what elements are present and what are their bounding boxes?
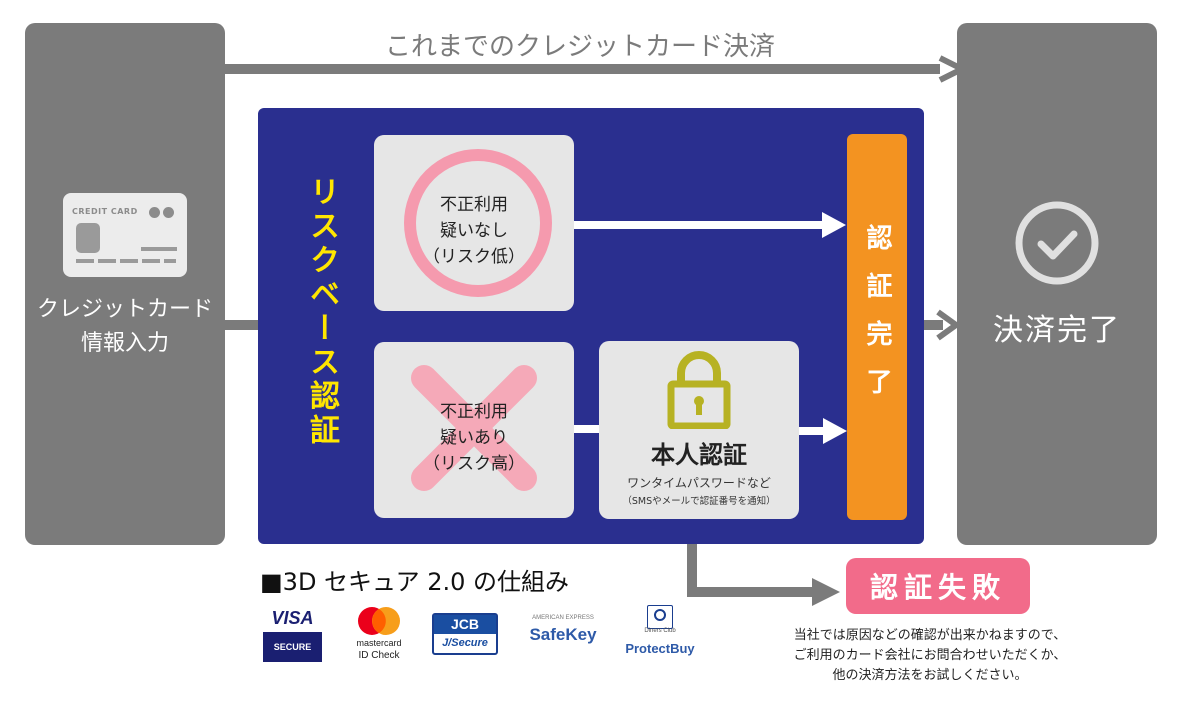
mechanism-caption: ■3D セキュア 2.0 の仕組み (260, 568, 569, 596)
visa-secure-logo: VISA SECURE (263, 607, 322, 662)
amex-safekey-logo: AMERICAN EXPRESS SafeKey (518, 615, 608, 655)
right-connector-head (936, 309, 962, 341)
auth-failure-badge: 認証失敗 (846, 558, 1030, 614)
auth-failure-label: 認証失敗 (869, 571, 1006, 604)
high-risk-text-line2: 疑いあり (440, 428, 508, 448)
low-risk-text-line3: （リスク低） (423, 247, 525, 267)
mastercard-text: mastercard (356, 638, 402, 648)
visa-logo-text: VISA (271, 608, 314, 628)
card-chip (76, 223, 100, 253)
protectbuy-text: ProtectBuy (625, 641, 695, 656)
card-line-1 (76, 259, 94, 263)
mastercard-id-check-logo: mastercard ID Check (348, 603, 410, 663)
low-risk-tile: 不正利用 疑いなし （リスク低） (374, 135, 574, 311)
card-line-3 (120, 259, 138, 263)
auth-complete-bar: 認証完了 (847, 134, 907, 520)
low-risk-arrow (574, 212, 846, 238)
risk-based-auth-panel: リスクベース認証 不正利用 疑いなし （リスク低） 不正利用 疑いあり （リスク… (258, 108, 924, 544)
jsecure-text: J/Secure (442, 637, 488, 649)
right-connector (923, 320, 943, 330)
visa-secure-text: SECURE (263, 632, 322, 662)
card-line-long (141, 247, 177, 251)
card-dot-left (149, 207, 160, 218)
card-label: CREDIT CARD (72, 207, 138, 216)
payment-complete-title: 決済完了 (993, 313, 1121, 348)
auth-complete-label: 認証完了 (862, 224, 892, 416)
high-risk-text-line3: （リスク高） (423, 454, 525, 474)
risk-based-auth-title: リスクベース認証 (304, 176, 339, 448)
failure-note-line3: 他の決済方法をお試しください。 (832, 668, 1028, 683)
low-risk-text-line1: 不正利用 (440, 195, 508, 215)
low-risk-text-line2: 疑いなし (440, 221, 508, 241)
card-input-title-line1: クレジットカード (36, 297, 213, 322)
card-input-panel: CREDIT CARD クレジットカード 情報入力 (25, 23, 225, 545)
safekey-text: SafeKey (529, 625, 597, 644)
diners-protectbuy-logo: Diners Club ProtectBuy (618, 605, 702, 661)
card-dot-right (163, 207, 174, 218)
card-line-2 (98, 259, 116, 263)
cross-ng-icon (411, 365, 537, 491)
failure-arrow-head (812, 578, 840, 606)
card-input-title-line2: 情報入力 (80, 331, 169, 356)
diners-small-text: Diners Club (644, 628, 676, 634)
padlock-icon (667, 351, 731, 429)
identity-subtitle-line1: ワンタイムパスワードなど (627, 476, 771, 490)
failure-note-line2: ご利用のカード会社にお問合わせいただくか、 (793, 648, 1067, 663)
jcb-jsecure-logo: JCB J/Secure (432, 613, 498, 655)
credit-card-icon: CREDIT CARD (63, 193, 187, 277)
high-risk-connector (574, 425, 600, 433)
identity-arrow (799, 418, 847, 444)
high-risk-tile: 不正利用 疑いあり （リスク高） (374, 342, 574, 518)
check-circle-icon (1015, 201, 1099, 285)
legacy-flow-label: これまでのクレジットカード決済 (384, 32, 775, 62)
amex-small-text: AMERICAN EXPRESS (532, 615, 594, 621)
high-risk-text-line1: 不正利用 (440, 402, 508, 422)
identity-verification-tile: 本人認証 ワンタイムパスワードなど （SMSやメールで認証番号を通知） (599, 341, 799, 519)
jcb-text: JCB (434, 615, 496, 634)
diners-emblem-icon (647, 605, 673, 629)
left-connector (225, 320, 261, 330)
id-check-text: ID Check (358, 650, 400, 661)
mastercard-circles-icon (358, 607, 400, 635)
card-line-4 (142, 259, 160, 263)
identity-title: 本人認証 (651, 441, 747, 469)
payment-complete-panel: 決済完了 (957, 23, 1157, 545)
identity-subtitle-line2: （SMSやメールで認証番号を通知） (622, 496, 776, 507)
failure-note-line1: 当社では原因などの確認が出来かねますので、 (793, 628, 1067, 643)
top-arrow-shaft (225, 64, 940, 74)
card-line-5 (164, 259, 176, 263)
